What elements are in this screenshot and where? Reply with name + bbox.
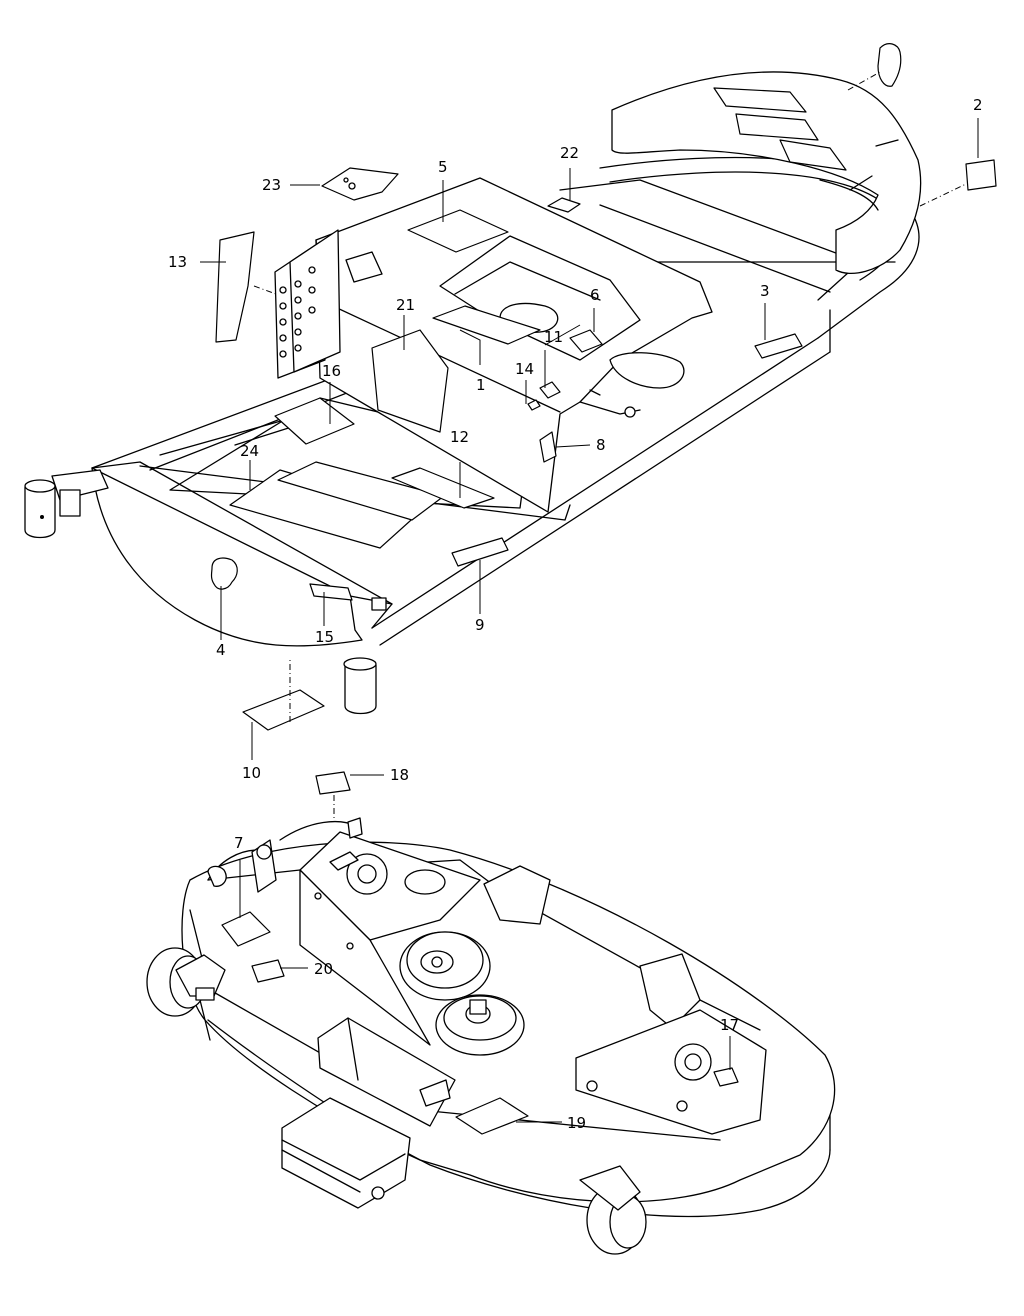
callout-14: 14 <box>515 360 534 378</box>
decal-1 <box>432 305 541 345</box>
callout-1: 1 <box>476 376 486 394</box>
callout-12: 12 <box>450 428 469 446</box>
callout-4: 4 <box>216 641 226 659</box>
decal-22 <box>547 197 581 213</box>
decal-17 <box>713 1067 739 1087</box>
callout-24: 24 <box>240 442 259 460</box>
mower-frame <box>24 71 922 715</box>
callout-11: 11 <box>544 328 563 346</box>
callout-2: 2 <box>973 96 983 114</box>
callout-9: 9 <box>475 616 485 634</box>
callout-6: 6 <box>590 286 600 304</box>
callout-10: 10 <box>242 764 261 782</box>
cutting-deck <box>146 817 836 1255</box>
callout-leaders <box>200 71 979 1123</box>
decal-10 <box>242 689 325 731</box>
callout-17: 17 <box>720 1016 739 1034</box>
decal-7 <box>221 911 271 947</box>
callout-21: 21 <box>396 296 415 314</box>
callout-13: 13 <box>168 253 187 271</box>
decal-2 <box>965 159 997 191</box>
deck-decals <box>221 911 739 1135</box>
callout-numbers: 1 2 3 4 5 6 7 8 9 10 11 12 13 14 15 16 1… <box>168 96 983 1132</box>
callout-5: 5 <box>438 158 448 176</box>
decal-4 <box>210 557 238 590</box>
callout-22: 22 <box>560 144 579 162</box>
callout-15: 15 <box>315 628 334 646</box>
callout-3: 3 <box>760 282 770 300</box>
decal-15 <box>309 583 353 601</box>
decal-23 <box>321 167 399 201</box>
decal-19 <box>455 1097 529 1135</box>
callout-7: 7 <box>234 834 244 852</box>
frame-decals <box>210 43 997 795</box>
decal-21 <box>371 329 449 433</box>
decal-18 <box>315 771 351 795</box>
callout-19: 19 <box>567 1114 586 1132</box>
decal-14 <box>527 399 541 411</box>
callout-23: 23 <box>262 176 281 194</box>
callout-8: 8 <box>596 436 606 454</box>
decal-8 <box>539 431 557 463</box>
callout-16: 16 <box>322 362 341 380</box>
decal-16 <box>274 397 355 445</box>
decal-6 <box>569 329 603 353</box>
decal-12 <box>391 467 495 509</box>
decal-13 <box>215 231 255 343</box>
callout-18: 18 <box>390 766 409 784</box>
decal-2a <box>877 43 902 87</box>
callout-20: 20 <box>314 960 333 978</box>
decal-3 <box>754 333 803 359</box>
decal-9 <box>451 537 509 567</box>
decal-20 <box>251 959 285 983</box>
